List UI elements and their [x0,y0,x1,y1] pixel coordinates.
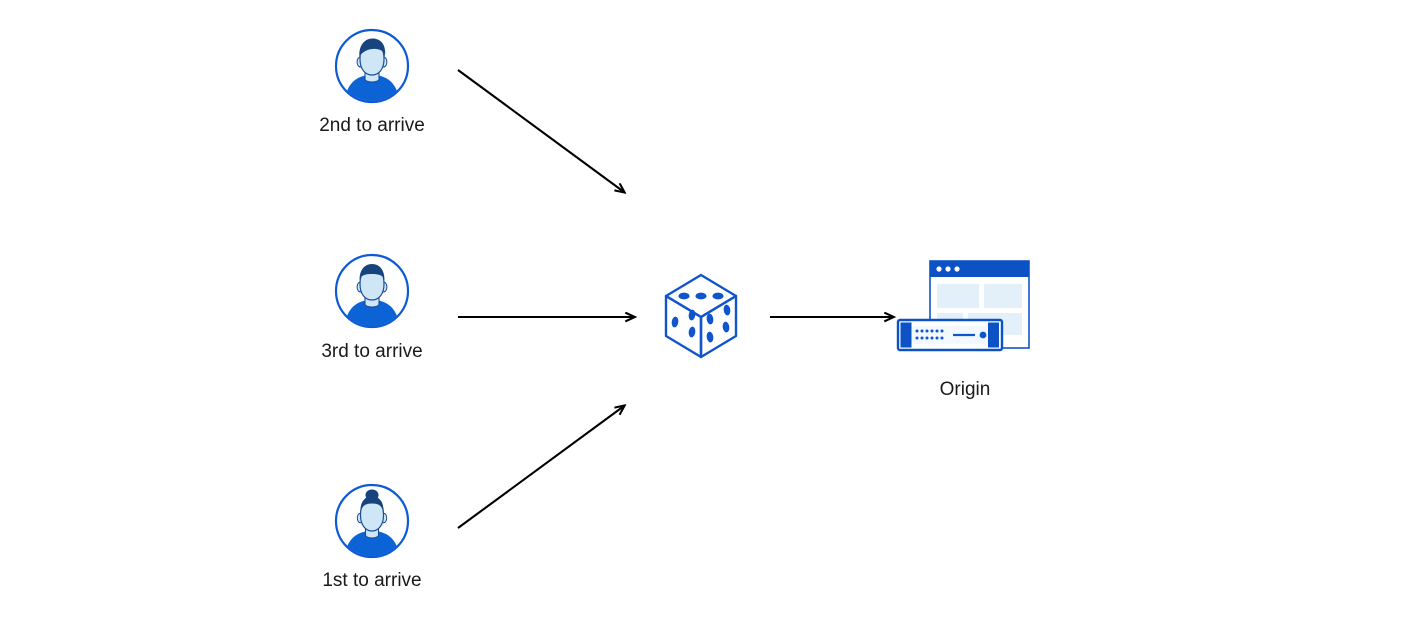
node-label-user-3rd: 3rd to arrive [321,341,423,362]
server-device-icon [896,318,1004,352]
node-randomizer [660,270,742,362]
node-user-3rd [334,253,410,329]
node-label-origin: Origin [939,379,991,400]
dice-icon [664,273,738,359]
node-user-1st [334,483,410,559]
node-user-2nd [334,28,410,104]
arrow-user1-to-dice [457,406,624,529]
arrow-user2-to-dice [457,69,624,192]
user-avatar-icon [334,28,410,104]
node-origin [895,258,1035,363]
origin-server-icon [896,260,1030,352]
user-avatar-icon [334,483,410,559]
node-label-user-2nd: 2nd to arrive [319,115,425,136]
user-avatar-icon [334,253,410,329]
node-label-user-1st: 1st to arrive [322,570,422,591]
